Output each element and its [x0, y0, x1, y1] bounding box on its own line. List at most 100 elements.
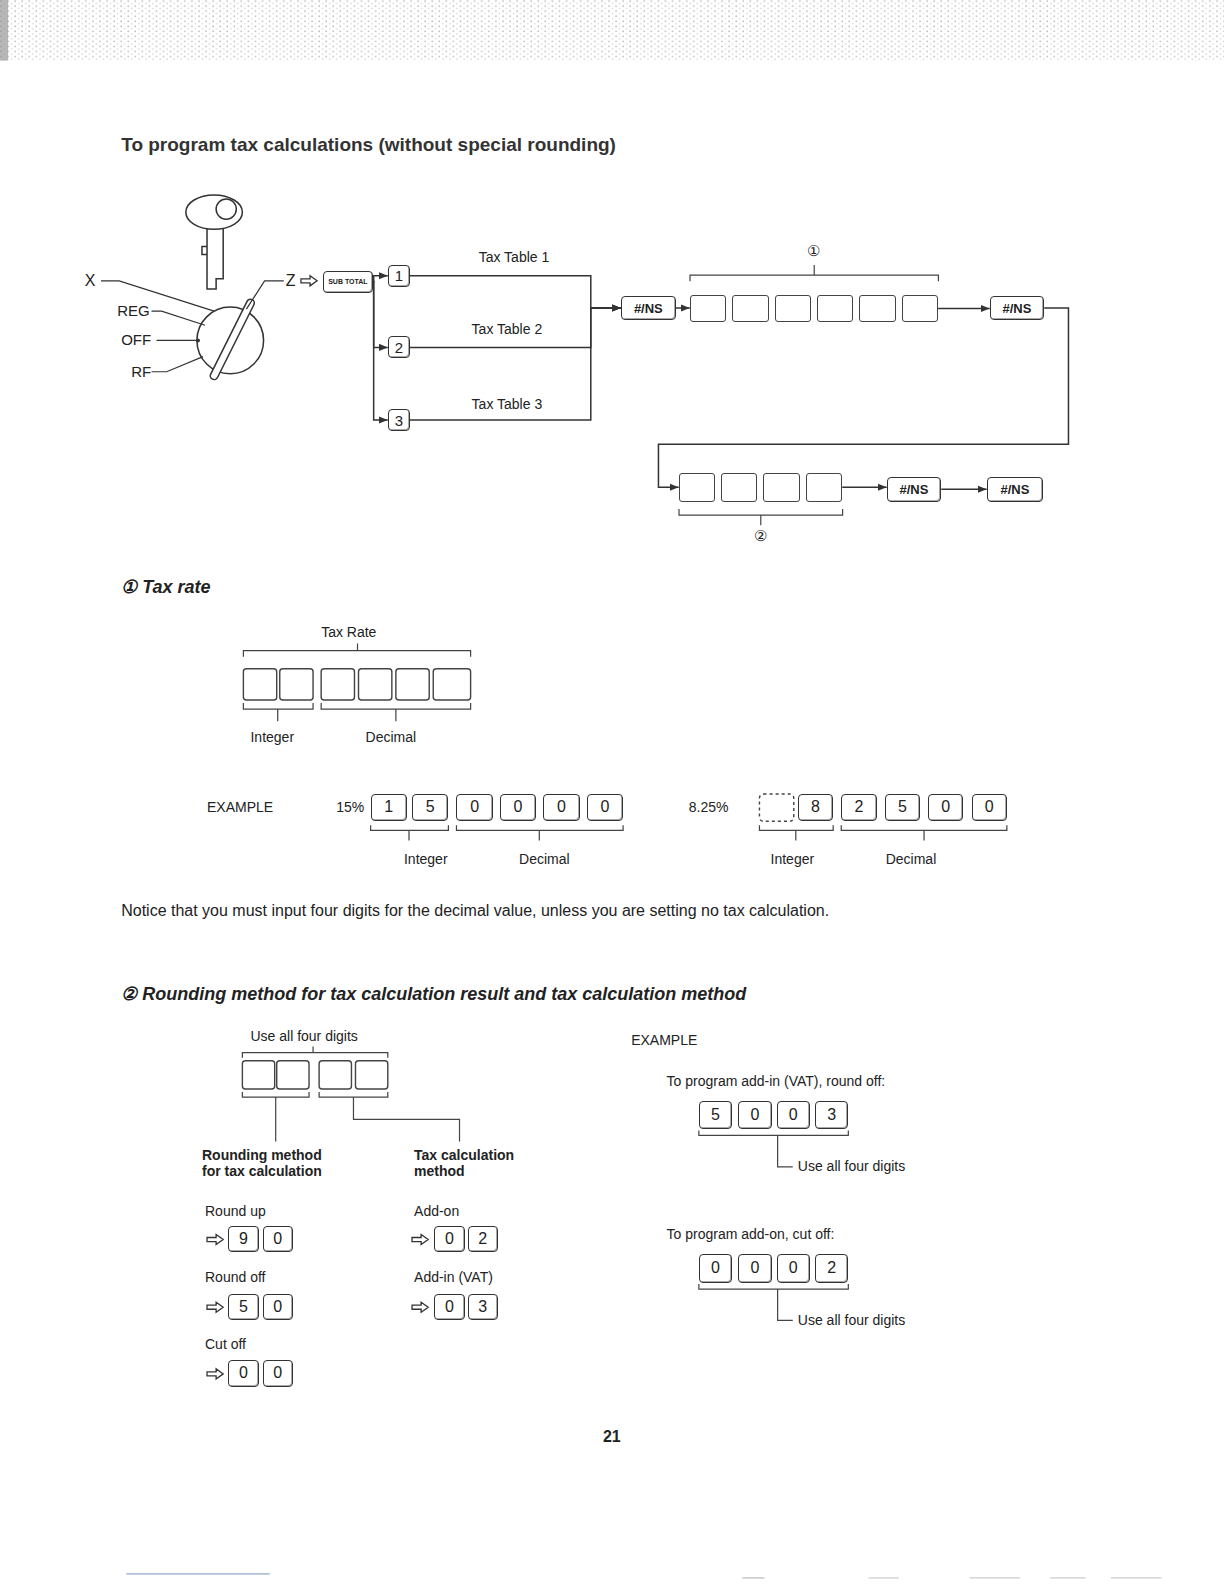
- key-illustration: [186, 195, 243, 289]
- key-legend: SUB TOTAL: [328, 278, 367, 285]
- label-text: Tax Rate: [321, 624, 376, 640]
- label-text: Use all four digits: [798, 1312, 905, 1328]
- connector-arrow: [658, 308, 1068, 487]
- key-cap: 0: [699, 1254, 732, 1282]
- connector-arrow: [410, 276, 621, 308]
- label-text: Decimal: [366, 729, 417, 745]
- key-cap: 0: [777, 1101, 810, 1129]
- label-text: Integer: [771, 851, 815, 867]
- connector-arrow: [676, 307, 690, 309]
- label-text: 8.25%: [689, 799, 729, 815]
- key-legend: 1: [395, 268, 403, 283]
- label-text: ② Rounding method for tax calculation re…: [121, 984, 746, 1005]
- key-legend: 2: [395, 340, 403, 355]
- connector-arrow: [373, 276, 388, 282]
- tax-table-key: Tax Table 3 3: [388, 394, 542, 431]
- key-cap: 0: [543, 794, 579, 821]
- key-cap: 0: [777, 1254, 810, 1282]
- key-cap: 3: [468, 1294, 498, 1320]
- key-cap: 0: [500, 794, 536, 821]
- key-box: #/NS: [987, 477, 1044, 502]
- tax-table-heading: Tax Table 3: [472, 396, 543, 412]
- key-cap: 0: [587, 794, 623, 821]
- blank-digit-box: [817, 295, 853, 322]
- key-box: #/NS: [887, 477, 942, 502]
- key-cap: 0: [972, 794, 1007, 821]
- label-text: EXAMPLE: [631, 1032, 697, 1048]
- connector-arrow: [941, 489, 986, 491]
- blank-digit-box: [732, 295, 768, 322]
- key-cap: 0: [928, 794, 963, 821]
- key-cap: 0: [738, 1254, 771, 1282]
- digit-entry-group: ②: [679, 473, 843, 502]
- key-box: #/NS: [990, 296, 1045, 320]
- label-text: Rounding method for tax calculation: [202, 1147, 343, 1179]
- tax-table-heading: Tax Table 1: [479, 249, 550, 265]
- label-text: Notice that you must input four digits f…: [121, 902, 829, 920]
- callout-bracket: [690, 261, 938, 295]
- label-text: Decimal: [519, 851, 570, 867]
- key-cap: 3: [815, 1101, 848, 1129]
- label-text: REG: [117, 302, 150, 319]
- digit-entry-group: ①: [690, 295, 938, 322]
- label-text: Integer: [404, 851, 448, 867]
- blank-digit-box: [763, 473, 799, 502]
- key-cap: 5: [885, 794, 920, 821]
- key-cap: 0: [228, 1360, 258, 1386]
- page-title: To program tax calculations (without spe…: [121, 134, 616, 156]
- digit-box-row: [690, 295, 938, 322]
- key-legend: #/NS: [900, 483, 929, 496]
- key-cap: 2: [815, 1254, 848, 1282]
- callout-number: ①: [807, 242, 820, 259]
- label-text: To program add-in (VAT), round off:: [667, 1073, 886, 1089]
- label-text: Add-in (VAT): [414, 1269, 493, 1285]
- blank-digit-box: [775, 295, 811, 322]
- connector-arrow: [373, 282, 388, 420]
- label-text: Decimal: [886, 851, 937, 867]
- label-text: ① Tax rate: [121, 577, 210, 598]
- key-cap: 8: [798, 794, 833, 821]
- label-text: To program add-on, cut off:: [667, 1226, 835, 1242]
- label-text: Z: [286, 272, 296, 290]
- key-legend: #/NS: [1000, 483, 1029, 496]
- key-cap: 9: [228, 1226, 258, 1252]
- key-cap: 0: [263, 1226, 293, 1252]
- connector-arrow: [410, 308, 621, 347]
- key-cap: 5: [699, 1101, 732, 1129]
- number-key: 2: [388, 336, 410, 358]
- key-cap: 0: [263, 1294, 293, 1320]
- label-text: 21: [603, 1428, 621, 1446]
- label-text: EXAMPLE: [207, 799, 273, 815]
- tax-table-key: Tax Table 2 2: [388, 319, 542, 358]
- mode-switch: [101, 281, 284, 376]
- brackets: [242, 644, 1006, 1321]
- key-box: SUB TOTAL: [323, 271, 372, 293]
- label-text: Round off: [205, 1269, 265, 1285]
- key-cap: 5: [228, 1294, 258, 1320]
- key-legend: #/NS: [1003, 302, 1032, 315]
- key-cap: 5: [412, 794, 448, 821]
- blank-digit-box: [690, 295, 726, 322]
- key-cap: 2: [841, 794, 876, 821]
- page-marks: [126, 1574, 1161, 1578]
- callout-number: ②: [754, 527, 767, 544]
- label-text: Add-on: [414, 1203, 459, 1219]
- label-text: Round up: [205, 1203, 266, 1219]
- number-key: 3: [388, 409, 410, 431]
- number-key: 1: [388, 265, 410, 287]
- key-cap: 0: [434, 1226, 464, 1252]
- label-text: 15%: [336, 799, 364, 815]
- header-band: [0, 0, 1224, 61]
- key-legend: 3: [395, 413, 403, 428]
- key-legend: #/NS: [634, 302, 663, 315]
- blank-digit-box: [806, 473, 842, 502]
- tax-table-heading: Tax Table 2: [472, 321, 543, 337]
- key-cap: 0: [434, 1294, 464, 1320]
- blank-digit-box: [859, 295, 895, 322]
- blank-digit-box: [721, 473, 757, 502]
- label-text: Integer: [250, 729, 294, 745]
- key-box: #/NS: [621, 296, 676, 320]
- label-text: Cut off: [205, 1336, 246, 1352]
